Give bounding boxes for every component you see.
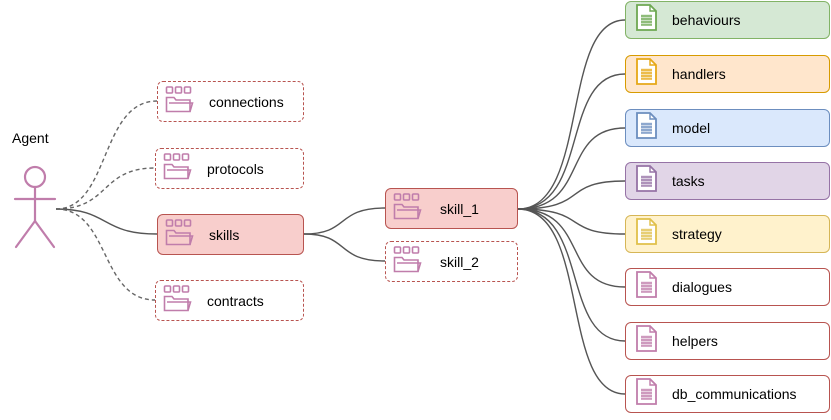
- node-skills[interactable]: skills: [157, 214, 304, 255]
- edge-skills-skill1: [303, 207, 386, 235]
- edge-skills-skill2: [303, 233, 386, 262]
- edge-agent-protocols: [55, 167, 156, 210]
- node-protocols[interactable]: protocols: [155, 148, 304, 189]
- node-skill-2[interactable]: skill_2: [385, 241, 518, 282]
- edge-skill1-model: [517, 127, 626, 210]
- node-label: contracts: [207, 292, 264, 309]
- node-label: skill_1: [440, 200, 479, 217]
- file-node-strategy[interactable]: strategy: [625, 215, 830, 253]
- document-icon: [635, 271, 659, 304]
- edge-skill1-helpers: [517, 208, 626, 342]
- file-label: behaviours: [672, 12, 741, 28]
- document-icon: [635, 218, 659, 251]
- file-label: handlers: [672, 66, 726, 82]
- edge-skill1-strategy: [517, 208, 626, 235]
- document-icon: [635, 4, 659, 37]
- file-label: helpers: [672, 333, 718, 349]
- document-icon: [635, 112, 659, 145]
- folder-components-icon: [165, 218, 195, 251]
- file-node-dialogues[interactable]: dialogues: [625, 268, 830, 306]
- node-connections[interactable]: connections: [157, 81, 304, 122]
- stick-figure-icon[interactable]: [12, 165, 58, 249]
- file-label: db_communications: [672, 386, 797, 402]
- file-label: strategy: [672, 226, 722, 242]
- edge-skill1-tasks: [517, 180, 626, 210]
- folder-components-icon: [393, 245, 423, 278]
- file-node-helpers[interactable]: helpers: [625, 322, 830, 360]
- file-node-behaviours[interactable]: behaviours: [625, 1, 830, 39]
- document-icon: [635, 378, 659, 411]
- node-label: connections: [209, 93, 284, 110]
- edge-agent-skills: [55, 208, 158, 235]
- file-node-db-communications[interactable]: db_communications: [625, 375, 830, 413]
- file-label: dialogues: [672, 279, 732, 295]
- document-icon: [635, 325, 659, 358]
- document-icon: [635, 165, 659, 198]
- node-label: skill_2: [440, 253, 479, 270]
- file-node-model[interactable]: model: [625, 109, 830, 147]
- edge-skill1-dialogues: [517, 208, 626, 288]
- folder-components-icon: [393, 192, 423, 225]
- folder-components-icon: [163, 152, 193, 185]
- edge-skill1-db-communications: [517, 208, 626, 395]
- file-label: model: [672, 120, 711, 136]
- edge-agent-contracts: [55, 208, 156, 301]
- file-node-handlers[interactable]: handlers: [625, 55, 830, 93]
- document-icon: [635, 58, 659, 91]
- folder-components-icon: [165, 85, 195, 118]
- node-contracts[interactable]: contracts: [155, 280, 304, 321]
- folder-components-icon: [163, 284, 193, 317]
- file-label: tasks: [672, 173, 705, 189]
- agent-label: Agent: [12, 130, 49, 146]
- node-label: protocols: [207, 160, 264, 177]
- file-node-tasks[interactable]: tasks: [625, 162, 830, 200]
- edge-skill1-handlers: [517, 73, 626, 210]
- node-label: skills: [209, 226, 240, 243]
- edge-agent-connections: [55, 100, 158, 210]
- edge-skill1-behaviours: [517, 19, 626, 210]
- node-skill-1[interactable]: skill_1: [385, 188, 518, 229]
